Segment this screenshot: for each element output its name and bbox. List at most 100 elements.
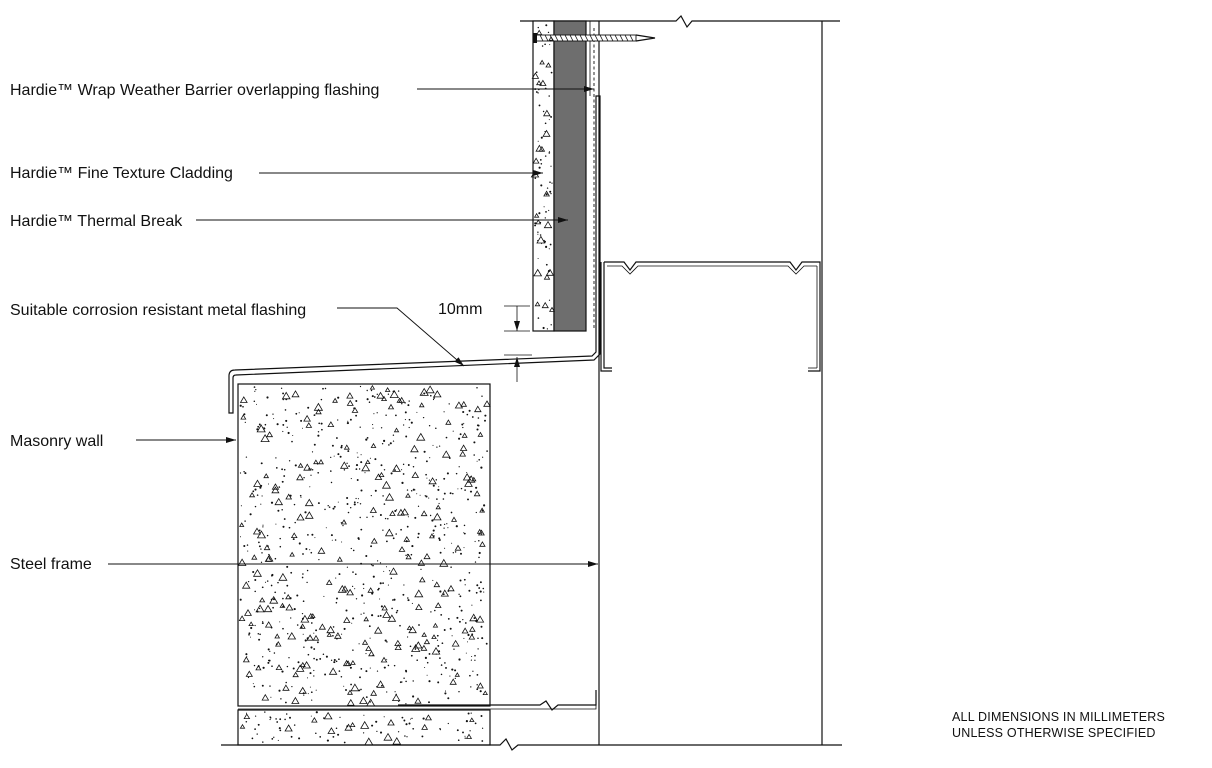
speckle-dot xyxy=(258,545,261,548)
speckle-dot xyxy=(287,632,297,640)
speckle-dot xyxy=(336,597,338,600)
speckle-dot xyxy=(282,605,285,608)
speckle-dot xyxy=(243,413,246,416)
speckle-dot xyxy=(352,571,354,573)
speckle-dot xyxy=(414,457,417,459)
speckle-dot xyxy=(439,558,449,567)
speckle-dot xyxy=(429,457,431,459)
speckle-dot xyxy=(283,592,286,594)
speckle-dot xyxy=(281,480,284,483)
speckle-dot xyxy=(300,496,302,498)
speckle-dot xyxy=(371,395,374,398)
speckle-dot xyxy=(251,554,258,560)
speckle-dot xyxy=(269,685,271,687)
speckle-dot xyxy=(341,541,343,543)
speckle-dot xyxy=(323,711,333,720)
speckle-dot xyxy=(371,592,374,595)
speckle-dot xyxy=(548,151,550,153)
speckle-dot xyxy=(405,492,411,498)
speckle-dot xyxy=(313,414,315,416)
note-line-1: ALL DIMENSIONS IN MILLIMETERS xyxy=(952,710,1165,724)
speckle-dot xyxy=(442,593,445,596)
speckle-dot xyxy=(463,547,465,549)
speckle-dot xyxy=(337,396,340,399)
speckle-dot xyxy=(383,503,386,505)
speckle-dot xyxy=(356,479,359,481)
speckle-dot xyxy=(463,532,465,534)
speckle-dot xyxy=(405,435,408,438)
speckle-dot xyxy=(301,576,304,579)
speckle-dot xyxy=(482,456,484,458)
speckle-dot xyxy=(270,598,273,601)
speckle-dot xyxy=(309,672,312,675)
speckle-dot xyxy=(360,461,363,464)
speckle-dot xyxy=(315,658,318,661)
speckle-dot xyxy=(273,652,276,654)
speckle-dot xyxy=(425,460,428,463)
speckle-dot xyxy=(483,504,486,507)
speckle-dot xyxy=(381,604,388,611)
speckle-dot xyxy=(320,422,323,425)
speckle-dot xyxy=(392,440,395,442)
speckle-dot xyxy=(326,739,329,742)
speckle-dot xyxy=(338,658,340,661)
speckle-dot xyxy=(296,624,299,626)
speckle-dot xyxy=(303,476,305,479)
speckle-dot xyxy=(328,667,338,675)
speckle-dot xyxy=(407,636,409,638)
speckle-dot xyxy=(365,653,367,655)
speckle-dot xyxy=(238,615,246,621)
speckle-dot xyxy=(363,602,365,604)
speckle-dot xyxy=(330,456,332,459)
speckle-dot xyxy=(374,473,383,480)
speckle-dot xyxy=(290,571,293,574)
speckle-dot xyxy=(256,733,258,735)
speckle-dot xyxy=(244,520,246,522)
speckle-dot xyxy=(384,387,391,392)
speckle-dot xyxy=(346,392,354,399)
speckle-dot xyxy=(245,720,248,723)
speckle-dot xyxy=(270,696,272,698)
speckle-dot xyxy=(542,110,545,113)
speckle-dot xyxy=(279,545,282,548)
speckle-dot xyxy=(369,637,371,639)
speckle-dot xyxy=(395,533,397,535)
speckle-dot xyxy=(282,627,284,630)
speckle-dot xyxy=(275,523,277,525)
speckle-dot xyxy=(444,547,446,549)
speckle-dot xyxy=(257,425,260,428)
speckle-dot xyxy=(486,450,488,452)
speckle-dot xyxy=(440,673,443,676)
label-steel-frame: Steel frame xyxy=(10,556,598,573)
speckle-dot xyxy=(261,586,264,589)
speckle-dot xyxy=(401,716,404,719)
speckle-dot xyxy=(426,477,428,479)
speckle-dot xyxy=(387,403,395,410)
speckle-dot xyxy=(476,424,479,427)
speckle-dot xyxy=(306,677,309,679)
speckle-dot xyxy=(263,427,266,430)
speckle-dot xyxy=(436,498,438,500)
speckle-dot xyxy=(438,539,441,541)
speckle-dot xyxy=(343,444,350,450)
speckle-dot xyxy=(479,541,486,547)
speckle-dot xyxy=(399,624,401,627)
speckle-dot xyxy=(474,405,482,413)
speckle-dot xyxy=(428,680,431,683)
speckle-dot xyxy=(333,505,336,508)
speckle-dot xyxy=(254,390,256,392)
speckle-dot xyxy=(254,505,257,508)
speckle-dot xyxy=(237,558,247,566)
speckle-dot xyxy=(404,419,406,421)
speckle-dot xyxy=(257,723,260,726)
speckle-dot xyxy=(266,580,269,582)
speckle-dot xyxy=(357,456,359,458)
speckle-dot xyxy=(267,483,270,485)
speckle-dot xyxy=(331,539,333,541)
speckle-dot xyxy=(293,503,296,506)
speckle-dot xyxy=(360,688,362,691)
speckle-dot xyxy=(310,646,313,649)
speckle-dot xyxy=(443,523,446,526)
speckle-dot xyxy=(403,584,405,586)
speckle-dot xyxy=(261,684,264,687)
